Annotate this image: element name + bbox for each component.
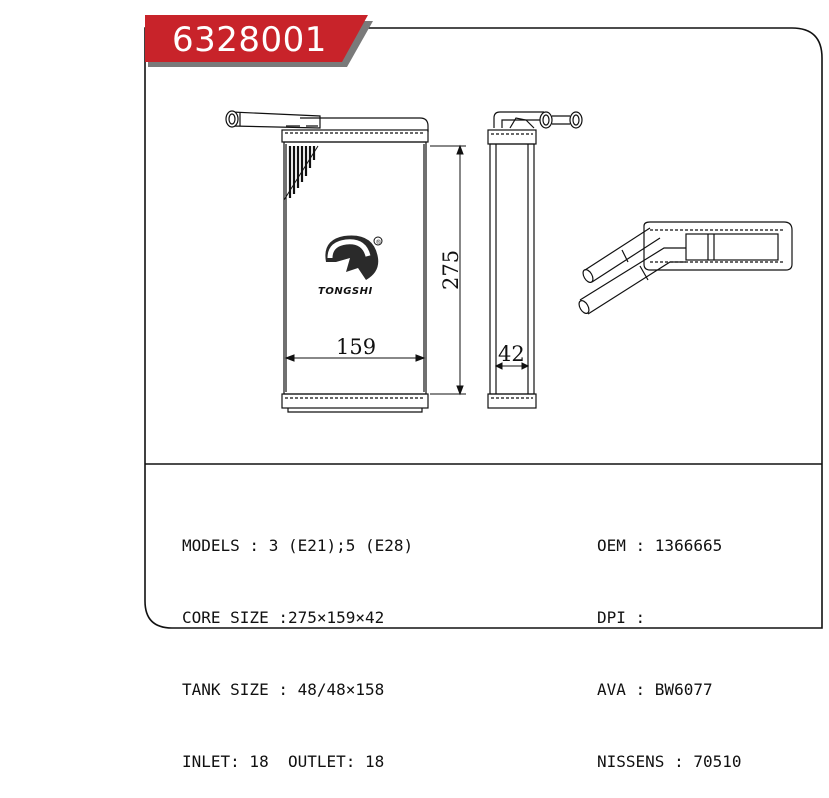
logo-text: TONGSHI [318,286,373,297]
spec-models: MODELS : 3 (E21);5 (E28) [182,536,414,555]
part-number: 6328001 [172,20,327,60]
registered-mark: ® [376,239,382,246]
spec-tank-size: TANK SIZE : 48/48×158 [182,680,385,699]
width-dimension [284,354,426,362]
sheet-frame [144,27,823,629]
spec-list-right: OEM : 1366665 DPI : AVA : BW6077 NISSENS… [597,486,742,798]
brand-logo: ® TONGSHI [318,235,383,297]
spec-inlet-outlet: INLET: 18 OUTLET: 18 [182,752,385,771]
header-tab [145,15,373,67]
spec-ava: AVA : BW6077 [597,680,713,699]
front-view [225,110,429,413]
height-dimension [430,144,466,396]
spec-oem: OEM : 1366665 [597,536,723,555]
dim-height-label: 275 [439,250,463,290]
spec-core-size: CORE SIZE :275×159×42 [182,608,385,627]
spec-list-left: MODELS : 3 (E21);5 (E28) CORE SIZE :275×… [182,486,413,798]
spec-nissens: NISSENS : 70510 [597,752,742,771]
dim-depth-label: 42 [498,342,525,366]
dim-width-label: 159 [336,335,376,359]
top-view [578,221,793,315]
spec-sheet: ® TONGSHI 159 275 [144,15,823,629]
depth-dimension [494,362,530,370]
spec-dpi: DPI : [597,608,646,627]
side-view [487,111,583,409]
